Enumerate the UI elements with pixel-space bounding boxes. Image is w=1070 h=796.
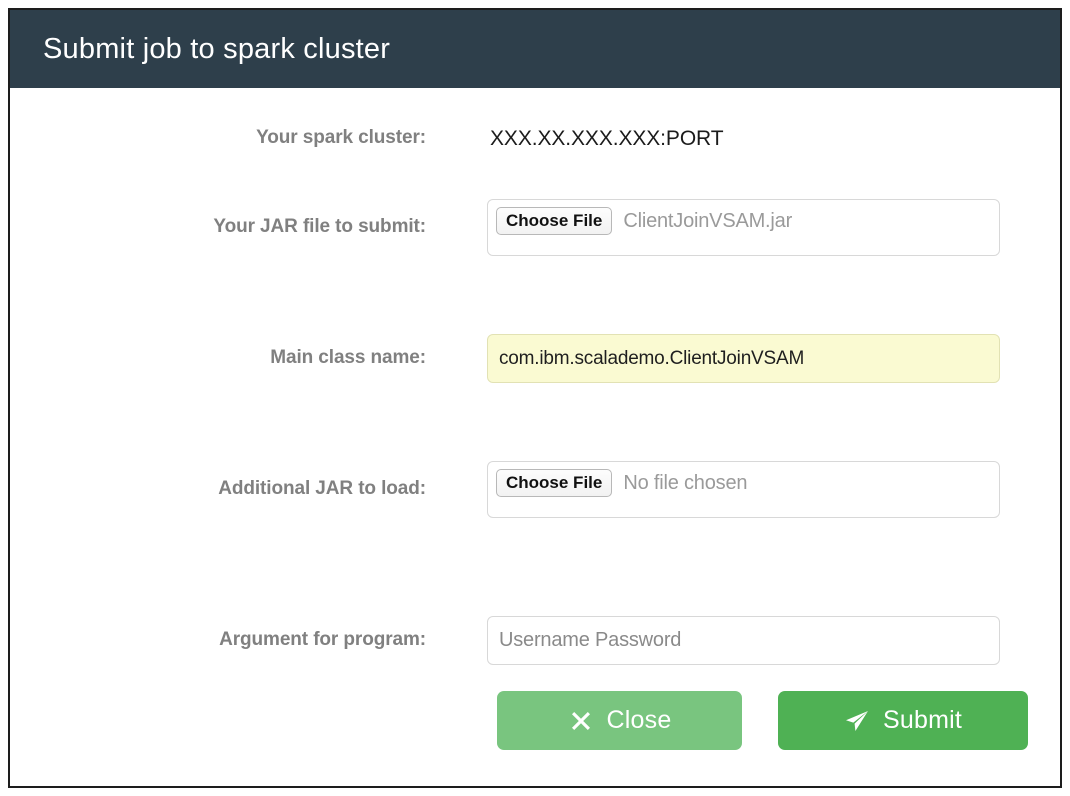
paper-plane-send-icon: [844, 708, 870, 734]
close-button[interactable]: Close: [497, 691, 742, 750]
label-your-jar-file-to-submit: Your JAR file to submit:: [213, 216, 426, 238]
main-class-name-input[interactable]: com.ibm.scalademo.ClientJoinVSAM: [487, 334, 1000, 384]
label-your-spark-cluster: Your spark cluster:: [256, 127, 426, 149]
spacer: [10, 306, 1060, 334]
spacer: [10, 568, 1060, 616]
modal-footer: Close Submit: [497, 691, 1028, 750]
control-main-class: com.ibm.scalademo.ClientJoinVSAM: [487, 334, 1000, 384]
spacer: [10, 383, 1060, 433]
jar-file-name: ClientJoinVSAM.jar: [623, 210, 793, 233]
choose-file-button-jar[interactable]: Choose File: [496, 207, 613, 236]
additional-jar-input[interactable]: Choose File No file chosen: [487, 461, 1000, 519]
spacer: [10, 433, 1060, 461]
control-jar-file: Choose File ClientJoinVSAM.jar: [487, 199, 1000, 257]
label-argument-for-program: Argument for program:: [219, 629, 426, 651]
value-spark-cluster-address: XXX.XX.XXX.XXX:PORT: [490, 127, 724, 150]
modal-header: Submit job to spark cluster: [10, 10, 1060, 88]
label-main-class-name: Main class name:: [270, 347, 426, 369]
spacer: [10, 151, 1060, 199]
spacer: [10, 518, 1060, 568]
submit-job-modal: Submit job to spark cluster Your spark c…: [8, 8, 1062, 788]
modal-body: Your spark cluster: XXX.XX.XXX.XXX:PORT …: [10, 88, 1060, 786]
choose-file-button-additional-jar[interactable]: Choose File: [496, 469, 613, 498]
close-x-icon: [568, 708, 594, 734]
form-row-additional-jar: Additional JAR to load: Choose File No f…: [10, 461, 1060, 519]
form-row-argument: Argument for program: Username Password: [10, 616, 1060, 666]
argument-for-program-placeholder: Username Password: [499, 629, 682, 652]
modal-title: Submit job to spark cluster: [43, 32, 391, 65]
submit-button-label: Submit: [882, 706, 962, 734]
main-class-name-value: com.ibm.scalademo.ClientJoinVSAM: [499, 347, 805, 369]
close-button-label: Close: [606, 706, 672, 734]
additional-jar-file-name: No file chosen: [623, 472, 748, 495]
label-additional-jar-to-load: Additional JAR to load:: [218, 478, 426, 500]
submit-button[interactable]: Submit: [778, 691, 1028, 750]
control-spark-cluster: XXX.XX.XXX.XXX:PORT: [487, 126, 1000, 151]
argument-for-program-input[interactable]: Username Password: [487, 616, 1000, 666]
form-row-jar-file: Your JAR file to submit: Choose File Cli…: [10, 199, 1060, 257]
control-argument: Username Password: [487, 616, 1000, 666]
control-additional-jar: Choose File No file chosen: [487, 461, 1000, 519]
form-row-main-class: Main class name: com.ibm.scalademo.Clien…: [10, 334, 1060, 384]
jar-file-input[interactable]: Choose File ClientJoinVSAM.jar: [487, 199, 1000, 257]
form-row-spark-cluster: Your spark cluster: XXX.XX.XXX.XXX:PORT: [10, 126, 1060, 151]
spacer: [10, 256, 1060, 306]
